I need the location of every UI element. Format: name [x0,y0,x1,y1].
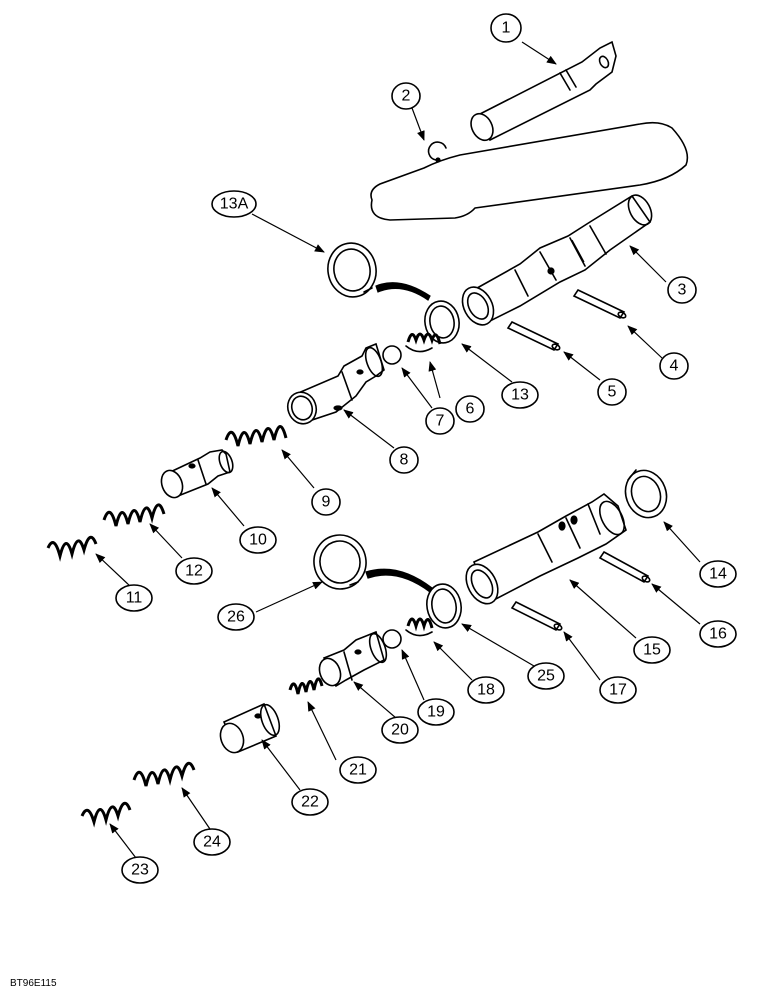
part-7-ball [382,345,402,365]
svg-text:26: 26 [227,609,245,626]
svg-text:22: 22 [301,794,319,811]
callout-19: 19 [417,698,455,726]
callout-25: 25 [527,662,565,690]
callout-8: 8 [389,446,419,474]
part-9-spring [224,425,288,447]
svg-text:5: 5 [608,384,617,401]
svg-text:17: 17 [609,682,627,699]
svg-text:2: 2 [402,88,411,105]
callout-2: 2 [391,82,421,110]
part-25-o-ring [426,583,462,629]
callout-5: 5 [597,378,627,406]
svg-text:11: 11 [126,590,143,607]
part-22-plug [219,702,281,754]
install-arrow-bottom [365,568,433,593]
callout-11: 11 [115,584,153,612]
callout-20: 20 [381,716,419,744]
part-6-spring [405,332,442,353]
callout-7: 7 [425,407,455,435]
callout-3: 3 [667,276,697,304]
part-3-sleeve [461,194,653,326]
callout-26: 26 [217,603,255,631]
callout-17: 17 [599,676,637,704]
svg-text:15: 15 [643,642,661,659]
part-15-sleeve [465,492,627,605]
part-14-cap [624,469,668,519]
svg-text:7: 7 [436,413,445,430]
part-12-spring [102,503,166,527]
svg-text:23: 23 [131,862,149,879]
svg-text:1: 1 [502,20,511,37]
svg-text:4: 4 [670,358,679,375]
callout-13a: 13A [211,190,257,218]
callout-23: 23 [121,856,159,884]
part-8-valve [286,342,385,425]
callout-13: 13 [501,381,539,409]
svg-text:9: 9 [322,494,331,511]
part-5-roll-pin [506,320,561,352]
part-13-o-ring [424,300,460,344]
part-20-valve [318,630,388,688]
part-13a-ring [327,242,377,298]
part-10-piston [160,449,234,499]
part-16-roll-pin [598,550,651,584]
svg-text:18: 18 [477,682,495,699]
callout-10: 10 [239,526,277,554]
svg-text:14: 14 [709,566,727,583]
callout-12: 12 [175,557,213,585]
svg-text:3: 3 [678,282,687,299]
svg-text:6: 6 [466,401,475,418]
install-arrow-top [375,282,431,301]
callout-18: 18 [467,676,505,704]
part-4-roll-pin [572,288,627,320]
callout-15: 15 [633,636,671,664]
callout-21: 21 [339,756,377,784]
svg-text:8: 8 [400,452,409,469]
leader-lines [95,41,701,859]
callout-9: 9 [311,488,341,516]
svg-text:16: 16 [709,626,727,643]
part-21-spring [288,677,324,695]
callout-6: 6 [455,395,485,423]
callout-24: 24 [193,828,231,856]
assembly-outline [370,121,689,221]
callout-1: 1 [490,13,522,43]
svg-text:10: 10 [249,532,267,549]
part-2-snap-ring [427,141,447,163]
svg-text:12: 12 [185,563,203,580]
svg-text:25: 25 [537,668,555,685]
svg-text:19: 19 [427,704,445,721]
part-23-spring [80,801,132,828]
callout-16: 16 [699,620,737,648]
part-19-ball [382,629,402,649]
part-18-spring [405,617,434,637]
svg-text:13A: 13A [220,196,249,213]
svg-text:13: 13 [511,387,529,404]
svg-text:21: 21 [349,762,367,779]
part-1-pin [470,40,617,142]
callout-4: 4 [659,352,689,380]
callout-22: 22 [291,788,329,816]
part-24-spring [132,761,196,787]
figure-code: BT96E115 [10,978,57,989]
svg-text:20: 20 [391,722,409,739]
part-17-roll-pin [510,600,563,632]
part-26-ring [313,534,367,590]
svg-text:24: 24 [203,834,221,851]
callout-14: 14 [699,560,737,588]
part-11-spring [46,535,98,562]
